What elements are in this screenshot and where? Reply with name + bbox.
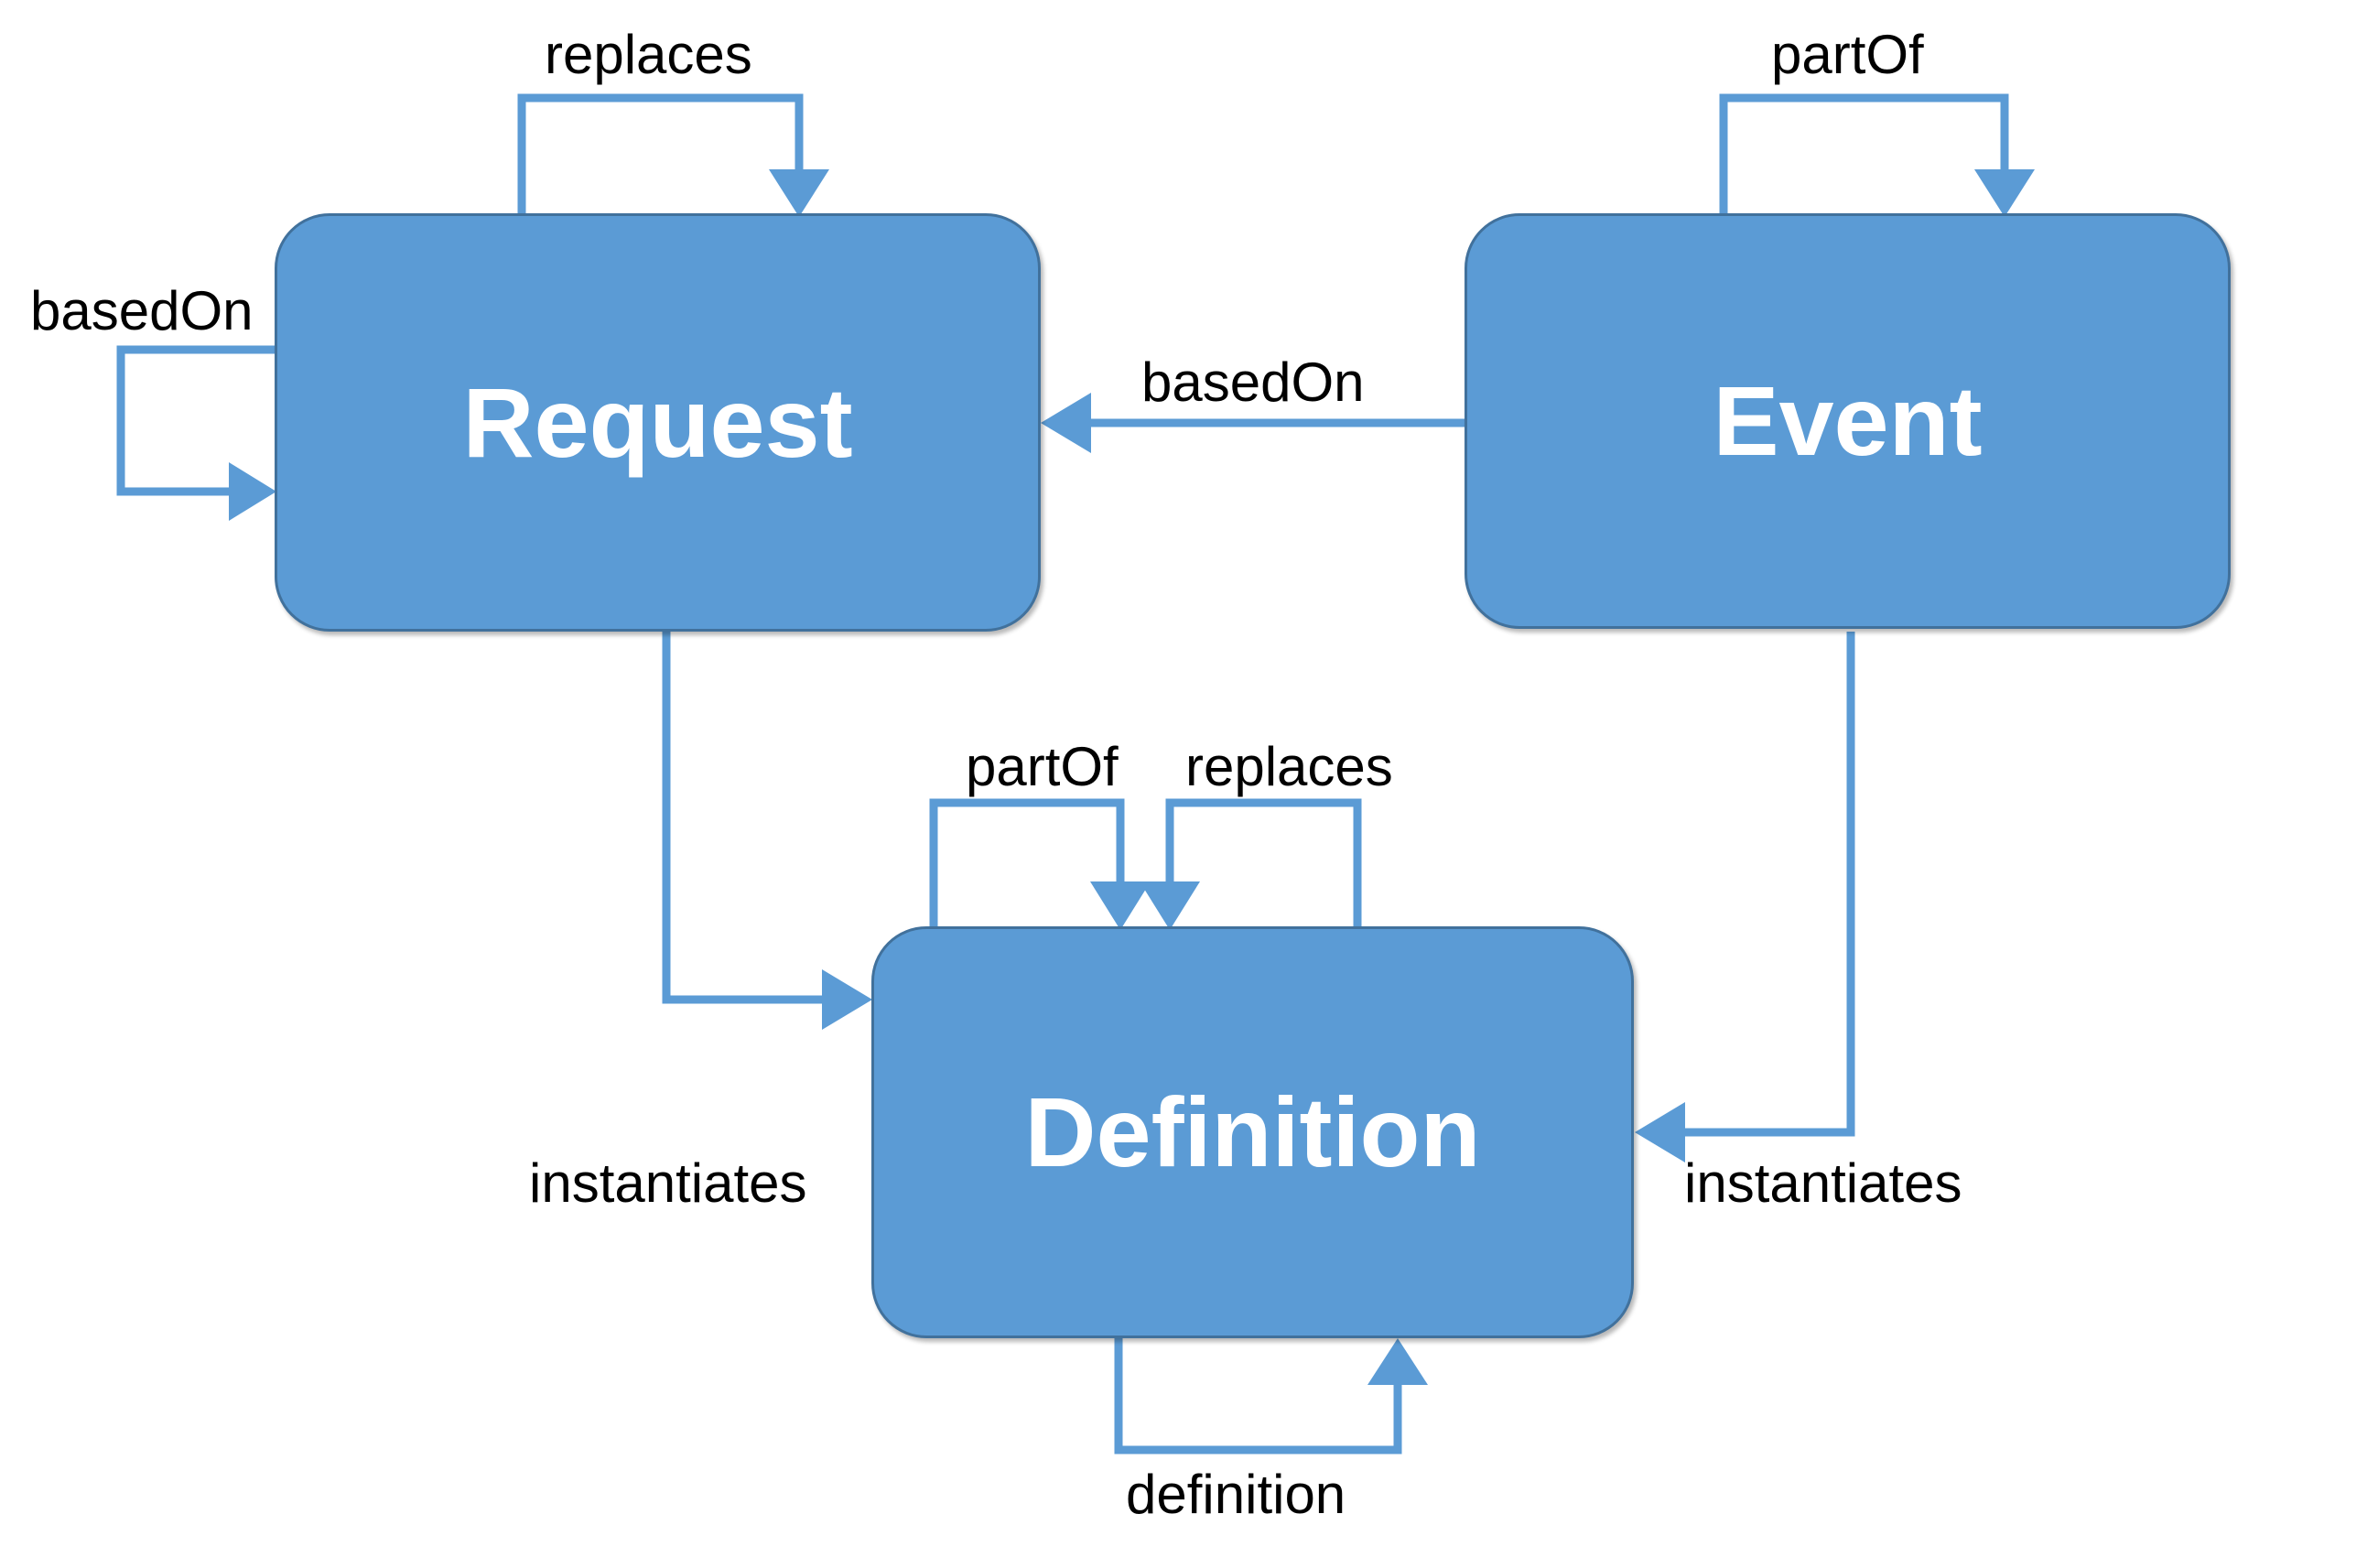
edge-definition-replaces xyxy=(1140,798,1362,930)
node-request-label: Request xyxy=(462,366,853,478)
edge-request-instantiates-definition xyxy=(662,632,872,1030)
edge-label-request-replaces: replaces xyxy=(545,24,752,85)
edge-label-definition-replaces: replaces xyxy=(1185,736,1393,797)
edge-label-event-basedon-request: basedOn xyxy=(1141,351,1365,413)
edge-label-event-partof: partOf xyxy=(1771,24,1924,85)
edge-request-replaces xyxy=(517,93,829,217)
edge-label-request-instantiates: instantiates xyxy=(529,1152,807,1214)
node-definition[interactable]: Definition xyxy=(871,926,1634,1338)
node-event-label: Event xyxy=(1713,365,1983,476)
edge-event-instantiates-definition xyxy=(1635,632,1855,1162)
edge-label-event-instantiates: instantiates xyxy=(1684,1152,1962,1214)
node-definition-label: Definition xyxy=(1024,1076,1481,1187)
edge-label-definition-partof: partOf xyxy=(966,736,1119,797)
edge-definition-partof xyxy=(929,798,1151,930)
edge-event-partof xyxy=(1719,93,2035,217)
edge-request-basedon xyxy=(116,345,277,521)
node-request[interactable]: Request xyxy=(275,213,1041,632)
edge-event-basedon-request xyxy=(1041,393,1465,453)
edge-definition-definition xyxy=(1114,1336,1428,1454)
edge-label-request-basedon: basedOn xyxy=(30,280,254,341)
node-event[interactable]: Event xyxy=(1465,213,2231,629)
edge-label-definition-definition: definition xyxy=(1126,1464,1346,1525)
